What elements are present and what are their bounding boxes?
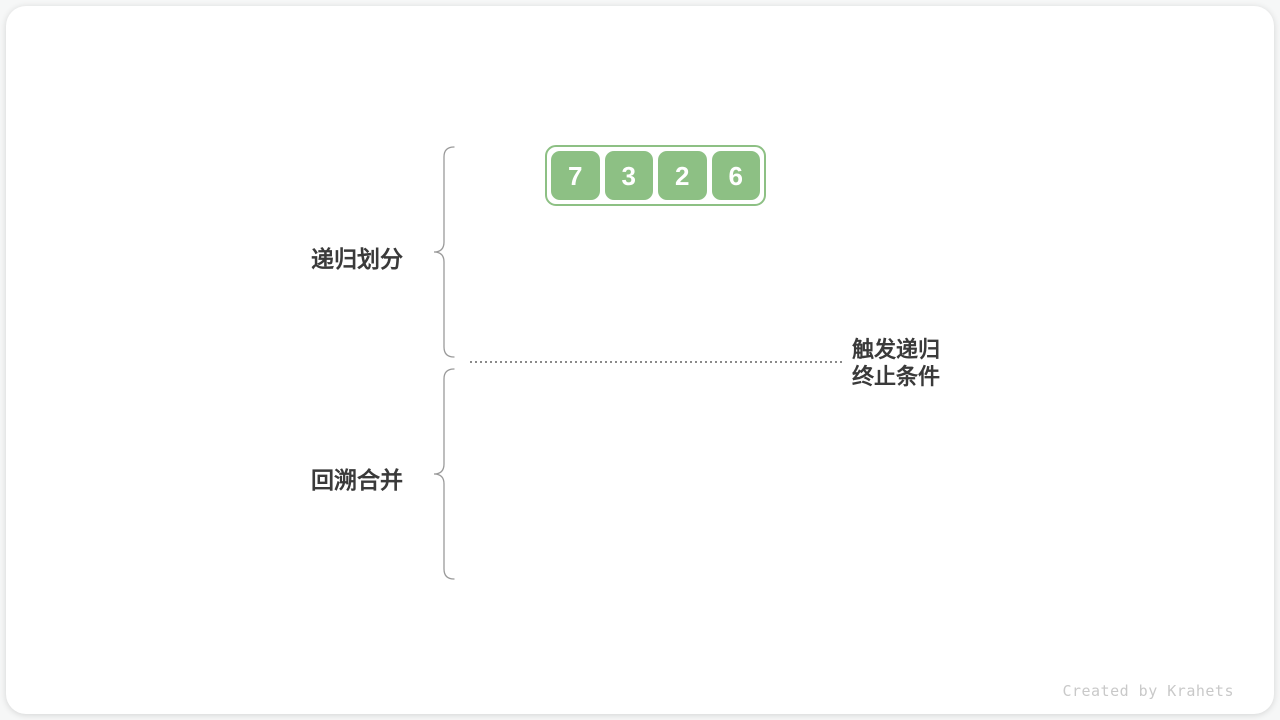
array-cell: 7 [551,151,600,200]
watermark-credit: Created by Krahets [1062,682,1234,700]
label-backtrack-merge: 回溯合并 [311,467,403,493]
array-cell: 6 [711,151,760,200]
array-container: 7 3 2 6 [545,145,766,206]
array-cell: 3 [604,151,653,200]
termination-annotation: 触发递归 终止条件 [852,336,940,390]
label-recursive-partition: 递归划分 [311,246,403,272]
termination-divider-line [470,361,842,363]
termination-annotation-line2: 终止条件 [852,364,941,389]
top-brace [433,146,455,358]
array-cell: 2 [658,151,707,200]
diagram-card: 递归划分 回溯合并 7 3 2 6 触发递归 终止条件 Created by K… [6,6,1274,714]
bottom-brace [433,368,455,580]
termination-annotation-line1: 触发递归 [852,337,941,362]
